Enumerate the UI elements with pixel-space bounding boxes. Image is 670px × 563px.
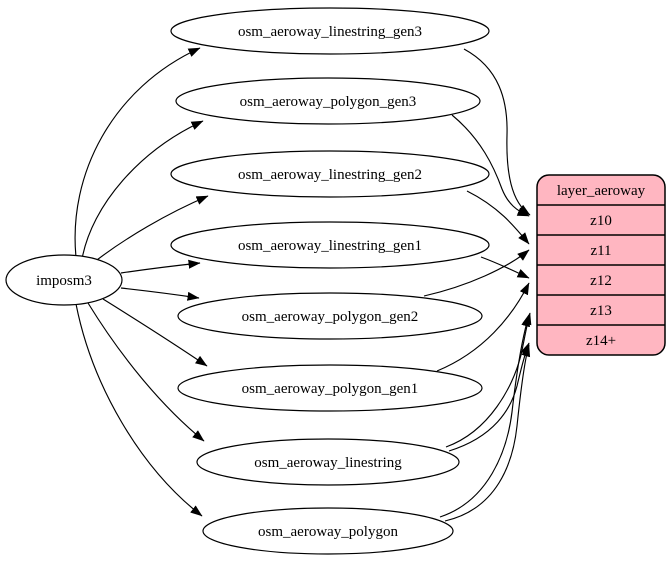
node-layer_aeroway: layer_aeroway z10 z11 z12 z13 z14+: [536, 174, 666, 356]
edge-osm_aeroway_linestring_gen1-to-z12: [480, 256, 530, 279]
edge-imposm3-to-osm_aeroway_linestring_gen2: [92, 195, 209, 264]
node-osm_aeroway_polygon: osm_aeroway_polygon: [202, 507, 454, 555]
record-row-label-z11: z11: [590, 243, 611, 259]
edge-imposm3-to-osm_aeroway_polygon_gen1: [102, 298, 208, 367]
edge-imposm3-to-osm_aeroway_linestring_gen3: [74, 47, 201, 258]
node-ellipse: [196, 438, 460, 486]
node-osm_aeroway_linestring_gen3: osm_aeroway_linestring_gen3: [170, 7, 490, 55]
node-ellipse: [177, 292, 483, 340]
edge-osm_aeroway_polygon_gen1-to-z12: [436, 282, 530, 372]
node-osm_aeroway_polygon_gen3: osm_aeroway_polygon_gen3: [175, 77, 481, 125]
node-label: osm_aeroway_linestring: [254, 455, 402, 471]
node-osm_aeroway_linestring_gen2: osm_aeroway_linestring_gen2: [170, 150, 490, 198]
node-label: osm_aeroway_polygon_gen1: [242, 381, 419, 397]
record-row-label-z12: z12: [590, 273, 612, 289]
node-imposm3: imposm3: [5, 254, 123, 306]
node-ellipse: [175, 77, 481, 125]
record-row-label-z10: z10: [590, 213, 612, 229]
edge-imposm3-to-osm_aeroway_polygon_gen2: [120, 287, 200, 301]
edge-osm_aeroway_polygon-to-z14+: [444, 344, 531, 522]
node-osm_aeroway_linestring: osm_aeroway_linestring: [196, 438, 460, 486]
edge-osm_aeroway_polygon-to-z13: [439, 314, 530, 518]
node-label: imposm3: [36, 273, 92, 289]
edge-imposm3-to-osm_aeroway_linestring: [87, 302, 205, 442]
node-label: osm_aeroway_polygon: [258, 524, 398, 540]
node-label: osm_aeroway_linestring_gen2: [238, 167, 422, 183]
node-ellipse: [170, 7, 490, 55]
edge-imposm3-to-osm_aeroway_linestring_gen1: [120, 259, 201, 274]
node-label: osm_aeroway_polygon_gen3: [240, 94, 417, 110]
edge-imposm3-to-osm_aeroway_polygon_gen3: [81, 120, 204, 260]
edge-osm_aeroway_polygon_gen3-to-z10: [451, 114, 530, 217]
edge-imposm3-to-osm_aeroway_polygon: [75, 303, 203, 517]
record-row-label-z14-plus: z14+: [586, 333, 616, 349]
node-ellipse: [170, 221, 490, 269]
record-row-label-z13: z13: [590, 303, 612, 319]
node-osm_aeroway_polygon_gen2: osm_aeroway_polygon_gen2: [177, 292, 483, 340]
node-ellipse: [202, 507, 454, 555]
node-label: osm_aeroway_polygon_gen2: [242, 309, 419, 325]
node-osm_aeroway_linestring_gen1: osm_aeroway_linestring_gen1: [170, 221, 490, 269]
edge-osm_aeroway_polygon_gen2-to-z11: [423, 249, 530, 297]
node-ellipse: [5, 254, 123, 306]
node-label: osm_aeroway_linestring_gen1: [238, 238, 422, 254]
node-ellipse: [170, 150, 490, 198]
record-header-label: layer_aeroway: [557, 183, 646, 199]
edge-osm_aeroway_linestring_gen2-to-z11: [466, 190, 530, 245]
node-label: osm_aeroway_linestring_gen3: [238, 24, 422, 40]
edge-osm_aeroway_linestring_gen3-to-z10: [463, 48, 531, 216]
node-osm_aeroway_polygon_gen1: osm_aeroway_polygon_gen1: [177, 364, 483, 412]
node-ellipse: [177, 364, 483, 412]
